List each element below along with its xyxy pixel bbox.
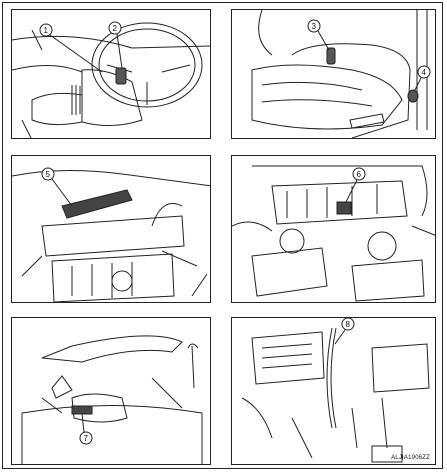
diagram-frame: 1 2 [2,2,443,469]
svg-text:6: 6 [357,170,362,179]
callout-7: 7 [79,413,93,445]
panel-steering-column: 1 2 [11,9,211,139]
svg-text:8: 8 [346,320,351,329]
drawing-code: ALJIA1906ZZ [391,455,430,461]
panel-center-console: 7 [11,317,211,465]
svg-text:1: 1 [44,26,49,35]
svg-text:4: 4 [422,68,427,77]
callout-1: 1 [39,23,103,73]
callout-3: 3 [307,19,330,51]
panel-driver-seat: 3 4 [231,9,436,139]
callout-8: 8 [334,318,355,345]
callout-6: 6 [345,167,366,203]
svg-text:3: 3 [312,22,317,31]
svg-text:5: 5 [46,170,51,179]
svg-text:2: 2 [113,24,118,33]
panel-pedal-area: 8 ALJIA1906ZZ [231,317,436,465]
callout-5: 5 [41,167,73,207]
panel-under-dash-module: 5 [11,155,211,303]
callout-2: 2 [108,21,123,69]
callout-4: 4 [414,65,431,91]
svg-text:7: 7 [84,434,89,443]
panel-engine-bay: 6 [231,155,436,303]
